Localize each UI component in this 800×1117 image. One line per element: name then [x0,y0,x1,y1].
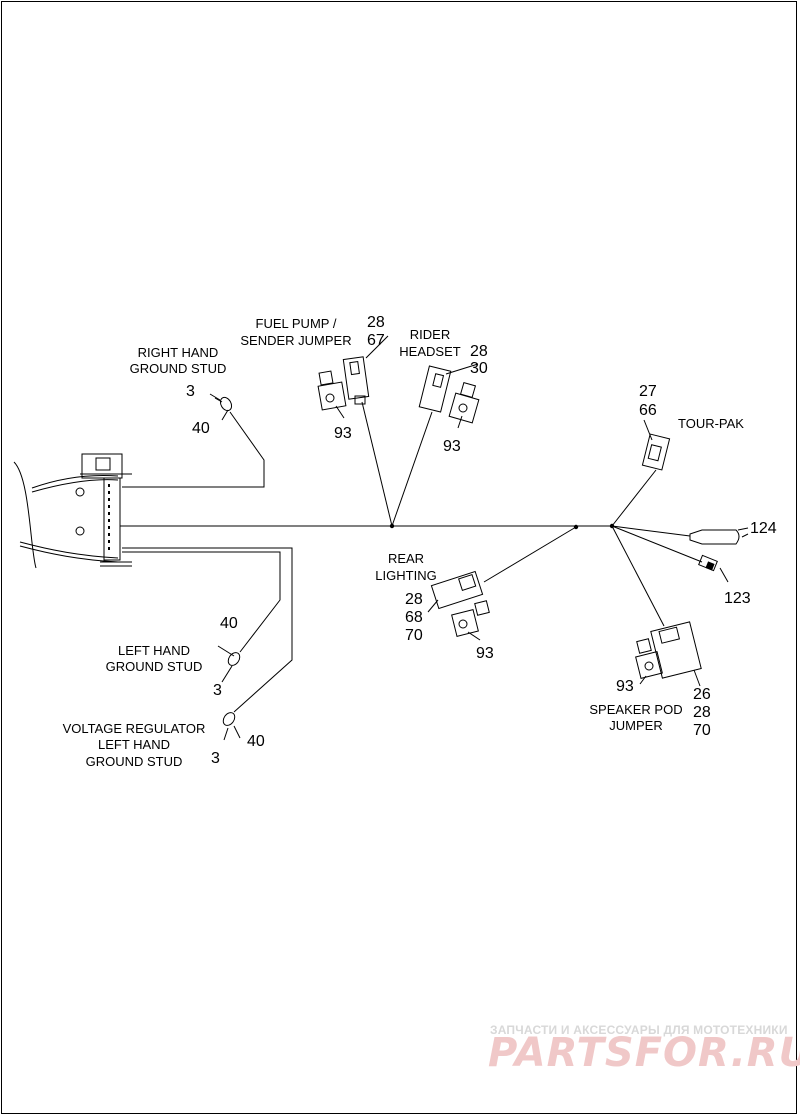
callout-sp-28: 28 [693,704,711,721]
svg-text:GROUND STUD: GROUND STUD [106,659,203,674]
svg-text:SENDER JUMPER: SENDER JUMPER [240,333,351,348]
callout-sp-70: 70 [693,722,711,739]
callout-leaders [209,335,749,741]
svg-text:LEFT HAND: LEFT HAND [118,643,190,658]
right-branch-wires [483,469,703,627]
callout-fp-67: 67 [367,332,385,349]
watermark-tagline: ЗАПЧАСТИ И АКСЕССУАРЫ ДЛЯ МОТОТЕХНИКИ [490,1023,788,1037]
callout-sp-93: 93 [616,678,634,695]
rider-headset-connector [418,365,452,413]
right-hand-ground-wire [122,396,265,488]
upper-branch-wires [361,401,433,527]
fuel-pump-connector [342,356,370,405]
callout-rl-68: 68 [405,609,423,626]
svg-text:JUMPER: JUMPER [609,718,662,733]
callout-rh-3: 3 [186,383,195,400]
frame-section [13,453,132,569]
callout-rd-30: 30 [470,360,488,377]
callout-rl-93: 93 [476,645,494,662]
callout-vr-3: 3 [211,750,220,767]
fuel-pump-label: FUEL PUMP / SENDER JUMPER [240,316,351,348]
callout-123: 123 [724,590,751,607]
tour-pak-connector [641,433,671,471]
svg-text:RIGHT HAND: RIGHT HAND [138,345,219,360]
speaker-pod-terminal [635,638,663,679]
tour-pak-label: TOUR-PAK [678,416,744,431]
speaker-pod-connector [650,621,702,679]
rear-lighting-connector [430,570,484,610]
svg-text:REAR: REAR [388,551,424,566]
svg-text:RIDER: RIDER [410,327,450,342]
left-hand-ground-stud-label: LEFT HAND GROUND STUD [106,643,203,674]
svg-text:GROUND STUD: GROUND STUD [86,754,183,769]
connector-123 [698,554,718,572]
callout-rd-93: 93 [443,438,461,455]
junction-dots [389,523,615,530]
watermark-brand: PARTSFOR.RU [488,1030,800,1076]
svg-text:VOLTAGE REGULATOR: VOLTAGE REGULATOR [63,721,206,736]
callout-lh-3: 3 [213,682,222,699]
svg-text:LIGHTING: LIGHTING [375,568,436,583]
svg-text:GROUND STUD: GROUND STUD [130,361,227,376]
speaker-pod-label: SPEAKER POD JUMPER [589,702,682,733]
svg-text:LEFT HAND: LEFT HAND [98,737,170,752]
left-hand-ground-wire [122,547,293,726]
callout-rl-28: 28 [405,591,423,608]
svg-text:FUEL PUMP /: FUEL PUMP / [256,316,337,331]
rider-headset-label: RIDER HEADSET [399,327,460,359]
rider-headset-terminal [448,381,480,424]
callout-vr-40: 40 [247,733,265,750]
callout-rl-70: 70 [405,627,423,644]
callout-fp-28: 28 [367,314,385,331]
rear-lighting-terminal [451,600,490,637]
callout-lh-40: 40 [220,615,238,632]
right-hand-ground-stud-label: RIGHT HAND GROUND STUD [130,345,227,376]
callout-tp-66: 66 [639,402,657,419]
callout-124: 124 [750,520,777,537]
voltage-regulator-label: VOLTAGE REGULATOR LEFT HAND GROUND STUD [63,721,206,769]
callout-rd-28: 28 [470,343,488,360]
rear-lighting-label: REAR LIGHTING [375,551,436,583]
svg-text:HEADSET: HEADSET [399,344,460,359]
callout-tp-27: 27 [639,383,657,400]
callout-rh-40: 40 [192,420,210,437]
callout-sp-26: 26 [693,686,711,703]
svg-text:SPEAKER POD: SPEAKER POD [589,702,682,717]
connector-124 [689,529,749,545]
callout-fp-93: 93 [334,425,352,442]
fuel-pump-terminal [317,370,347,411]
